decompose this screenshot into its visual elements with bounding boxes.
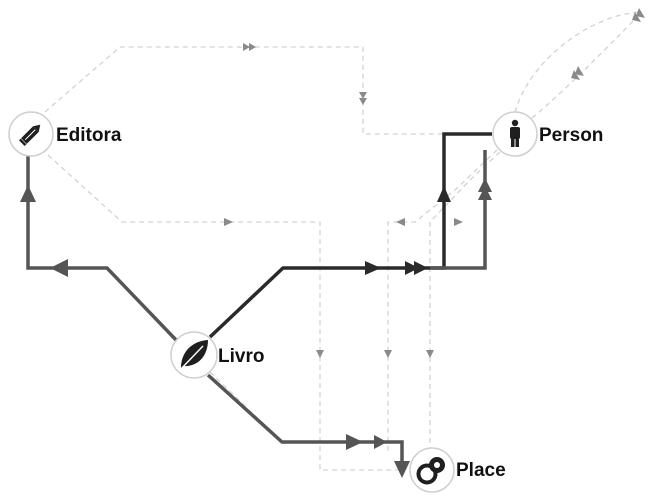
- edge-livro-person-mid[interactable]: [430, 150, 487, 270]
- node-livro[interactable]: Livro: [170, 331, 264, 379]
- dashed-arrows: [224, 8, 645, 358]
- node-label-place: Place: [456, 460, 506, 481]
- node-editora[interactable]: Editora: [8, 111, 122, 157]
- arrow-dash-right: [454, 218, 463, 226]
- edge-editora-person-top[interactable]: [44, 46, 490, 135]
- arrow-left: [50, 259, 68, 277]
- arrow-dash-down: [359, 92, 367, 99]
- edge-person-place-a[interactable]: [387, 149, 498, 452]
- arrow-dash-up-right: [571, 70, 580, 80]
- arrow-dash-left: [396, 218, 405, 226]
- arrow-down: [394, 461, 410, 478]
- arrow-up: [437, 186, 451, 202]
- arrow-dash-down: [426, 350, 434, 358]
- place-link-icon: [416, 457, 445, 485]
- node-label-livro: Livro: [218, 346, 264, 367]
- node-label-editora: Editora: [56, 125, 122, 146]
- arrow-right: [346, 434, 363, 450]
- arrow-dash-down: [316, 350, 324, 358]
- person-icon: [510, 119, 520, 147]
- edge-livro-place-solid[interactable]: [206, 373, 404, 470]
- arrow-up: [20, 185, 36, 202]
- node-place[interactable]: Place: [409, 447, 506, 493]
- pencil-icon: [18, 124, 41, 147]
- edge-editora-place[interactable]: [47, 154, 405, 471]
- arrow-up: [478, 178, 492, 192]
- arrow-dash-right: [249, 43, 256, 51]
- dashed-edges: [44, 11, 641, 471]
- solid-edges: [26, 132, 492, 470]
- arrow-right: [414, 261, 428, 275]
- edge-person-loop-outer[interactable]: [514, 11, 641, 113]
- leaf-icon: [179, 340, 208, 371]
- arrow-dash-down: [359, 98, 367, 105]
- arrow-dash-down: [384, 350, 392, 358]
- arrow-dash-right: [243, 43, 250, 51]
- edge-livro-place-dashed[interactable]: [209, 371, 400, 443]
- node-label-person: Person: [539, 125, 603, 146]
- arrow-dash-up-right: [575, 66, 584, 76]
- arrow-right: [405, 261, 419, 275]
- arrow-dash-right: [224, 218, 233, 226]
- arrow-up: [478, 186, 492, 200]
- edge-livro-editora[interactable]: [26, 155, 180, 344]
- arrow-right: [374, 435, 387, 449]
- arrow-right: [365, 261, 381, 275]
- solid-arrows: [20, 178, 492, 478]
- node-person[interactable]: Person: [492, 111, 603, 157]
- arrow-dash-up-right: [636, 8, 645, 18]
- arrow-dash-up-right: [632, 12, 641, 22]
- edge-livro-person-dark[interactable]: [208, 132, 492, 339]
